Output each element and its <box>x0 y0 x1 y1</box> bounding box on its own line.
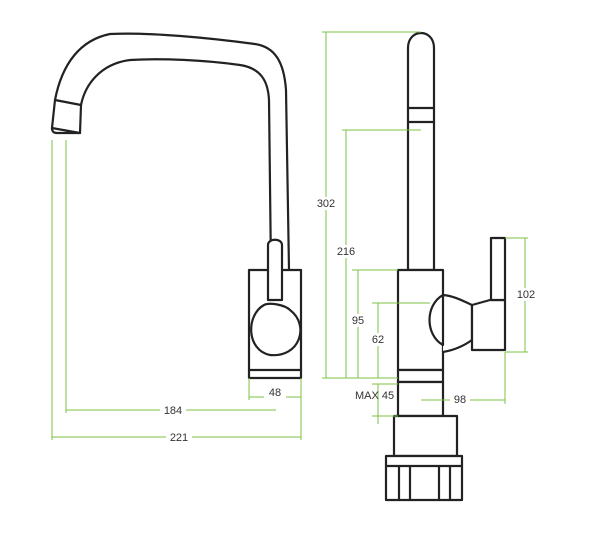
label-bg-95 <box>348 314 368 327</box>
side-fixing-nut <box>392 414 459 458</box>
dim-label-302: 302 <box>317 198 335 210</box>
side-spout-tube <box>406 32 436 272</box>
label-bg-62 <box>368 333 388 346</box>
side-handle-block <box>470 298 507 352</box>
label-bg-302 <box>312 197 340 210</box>
dim-label-48: 48 <box>269 387 281 399</box>
front-view <box>50 32 303 380</box>
label-bg-216 <box>332 245 360 258</box>
front-base-flange <box>247 368 303 380</box>
label-bg-184 <box>160 403 186 416</box>
label-bg-102 <box>513 288 539 301</box>
dim-label-max45: MAX 45 <box>355 390 394 402</box>
side-base <box>396 368 445 384</box>
dim-label-95: 95 <box>352 315 364 327</box>
side-lever <box>489 236 507 302</box>
dim-label-98: 98 <box>454 394 466 406</box>
label-bg-98 <box>450 393 470 406</box>
side-shank <box>396 380 445 418</box>
front-cartridge <box>250 302 302 357</box>
dim-label-102: 102 <box>517 289 535 301</box>
side-connector-ribs <box>384 464 464 502</box>
label-bg-48 <box>264 386 286 399</box>
dim-label-184: 184 <box>164 405 182 417</box>
front-lever <box>266 238 284 302</box>
side-view <box>384 32 507 502</box>
front-spout-outline <box>50 32 291 272</box>
front-spout-outlet <box>50 98 83 135</box>
dim-label-216: 216 <box>337 246 355 258</box>
label-bg-221 <box>166 430 192 443</box>
dimension-labels: 48 184 221 302 216 95 62 102 MAX 45 98 <box>160 197 539 444</box>
dimension-lines <box>51 31 528 440</box>
dim-label-62: 62 <box>372 334 384 346</box>
dim-label-221: 221 <box>170 432 188 444</box>
